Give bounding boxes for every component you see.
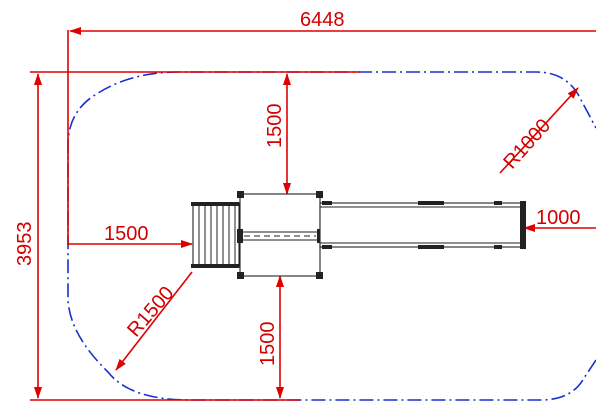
overall-height-label: 3953 [14,222,36,267]
play-equipment [191,191,526,279]
stair-ladder [191,202,240,268]
dimension-right-clearance: 1000 [523,207,596,232]
overall-width-label: 6448 [300,9,345,31]
dimension-overall-height: 3953 [14,73,42,399]
top-clearance-label: 1500 [264,104,286,149]
dimension-left-clearance: 1500 [68,223,193,248]
platform [237,191,323,279]
safety-zone-boundary [67,71,596,401]
right-clearance-label: 1000 [536,207,581,229]
dimension-radius-left: R1500 [115,271,193,371]
dimension-overall-width: 6448 [69,9,596,35]
radius-left-label: R1500 [123,282,178,341]
dimension-bottom-clearance: 1500 [257,275,284,399]
left-clearance-label: 1500 [104,223,149,245]
radius-right-label: R1000 [499,115,555,174]
extension-lines [30,30,360,401]
slide [319,201,526,249]
dimension-top-clearance: 1500 [264,73,291,195]
dimension-radius-right: R1000 [499,87,579,174]
bottom-clearance-label: 1500 [257,322,279,367]
